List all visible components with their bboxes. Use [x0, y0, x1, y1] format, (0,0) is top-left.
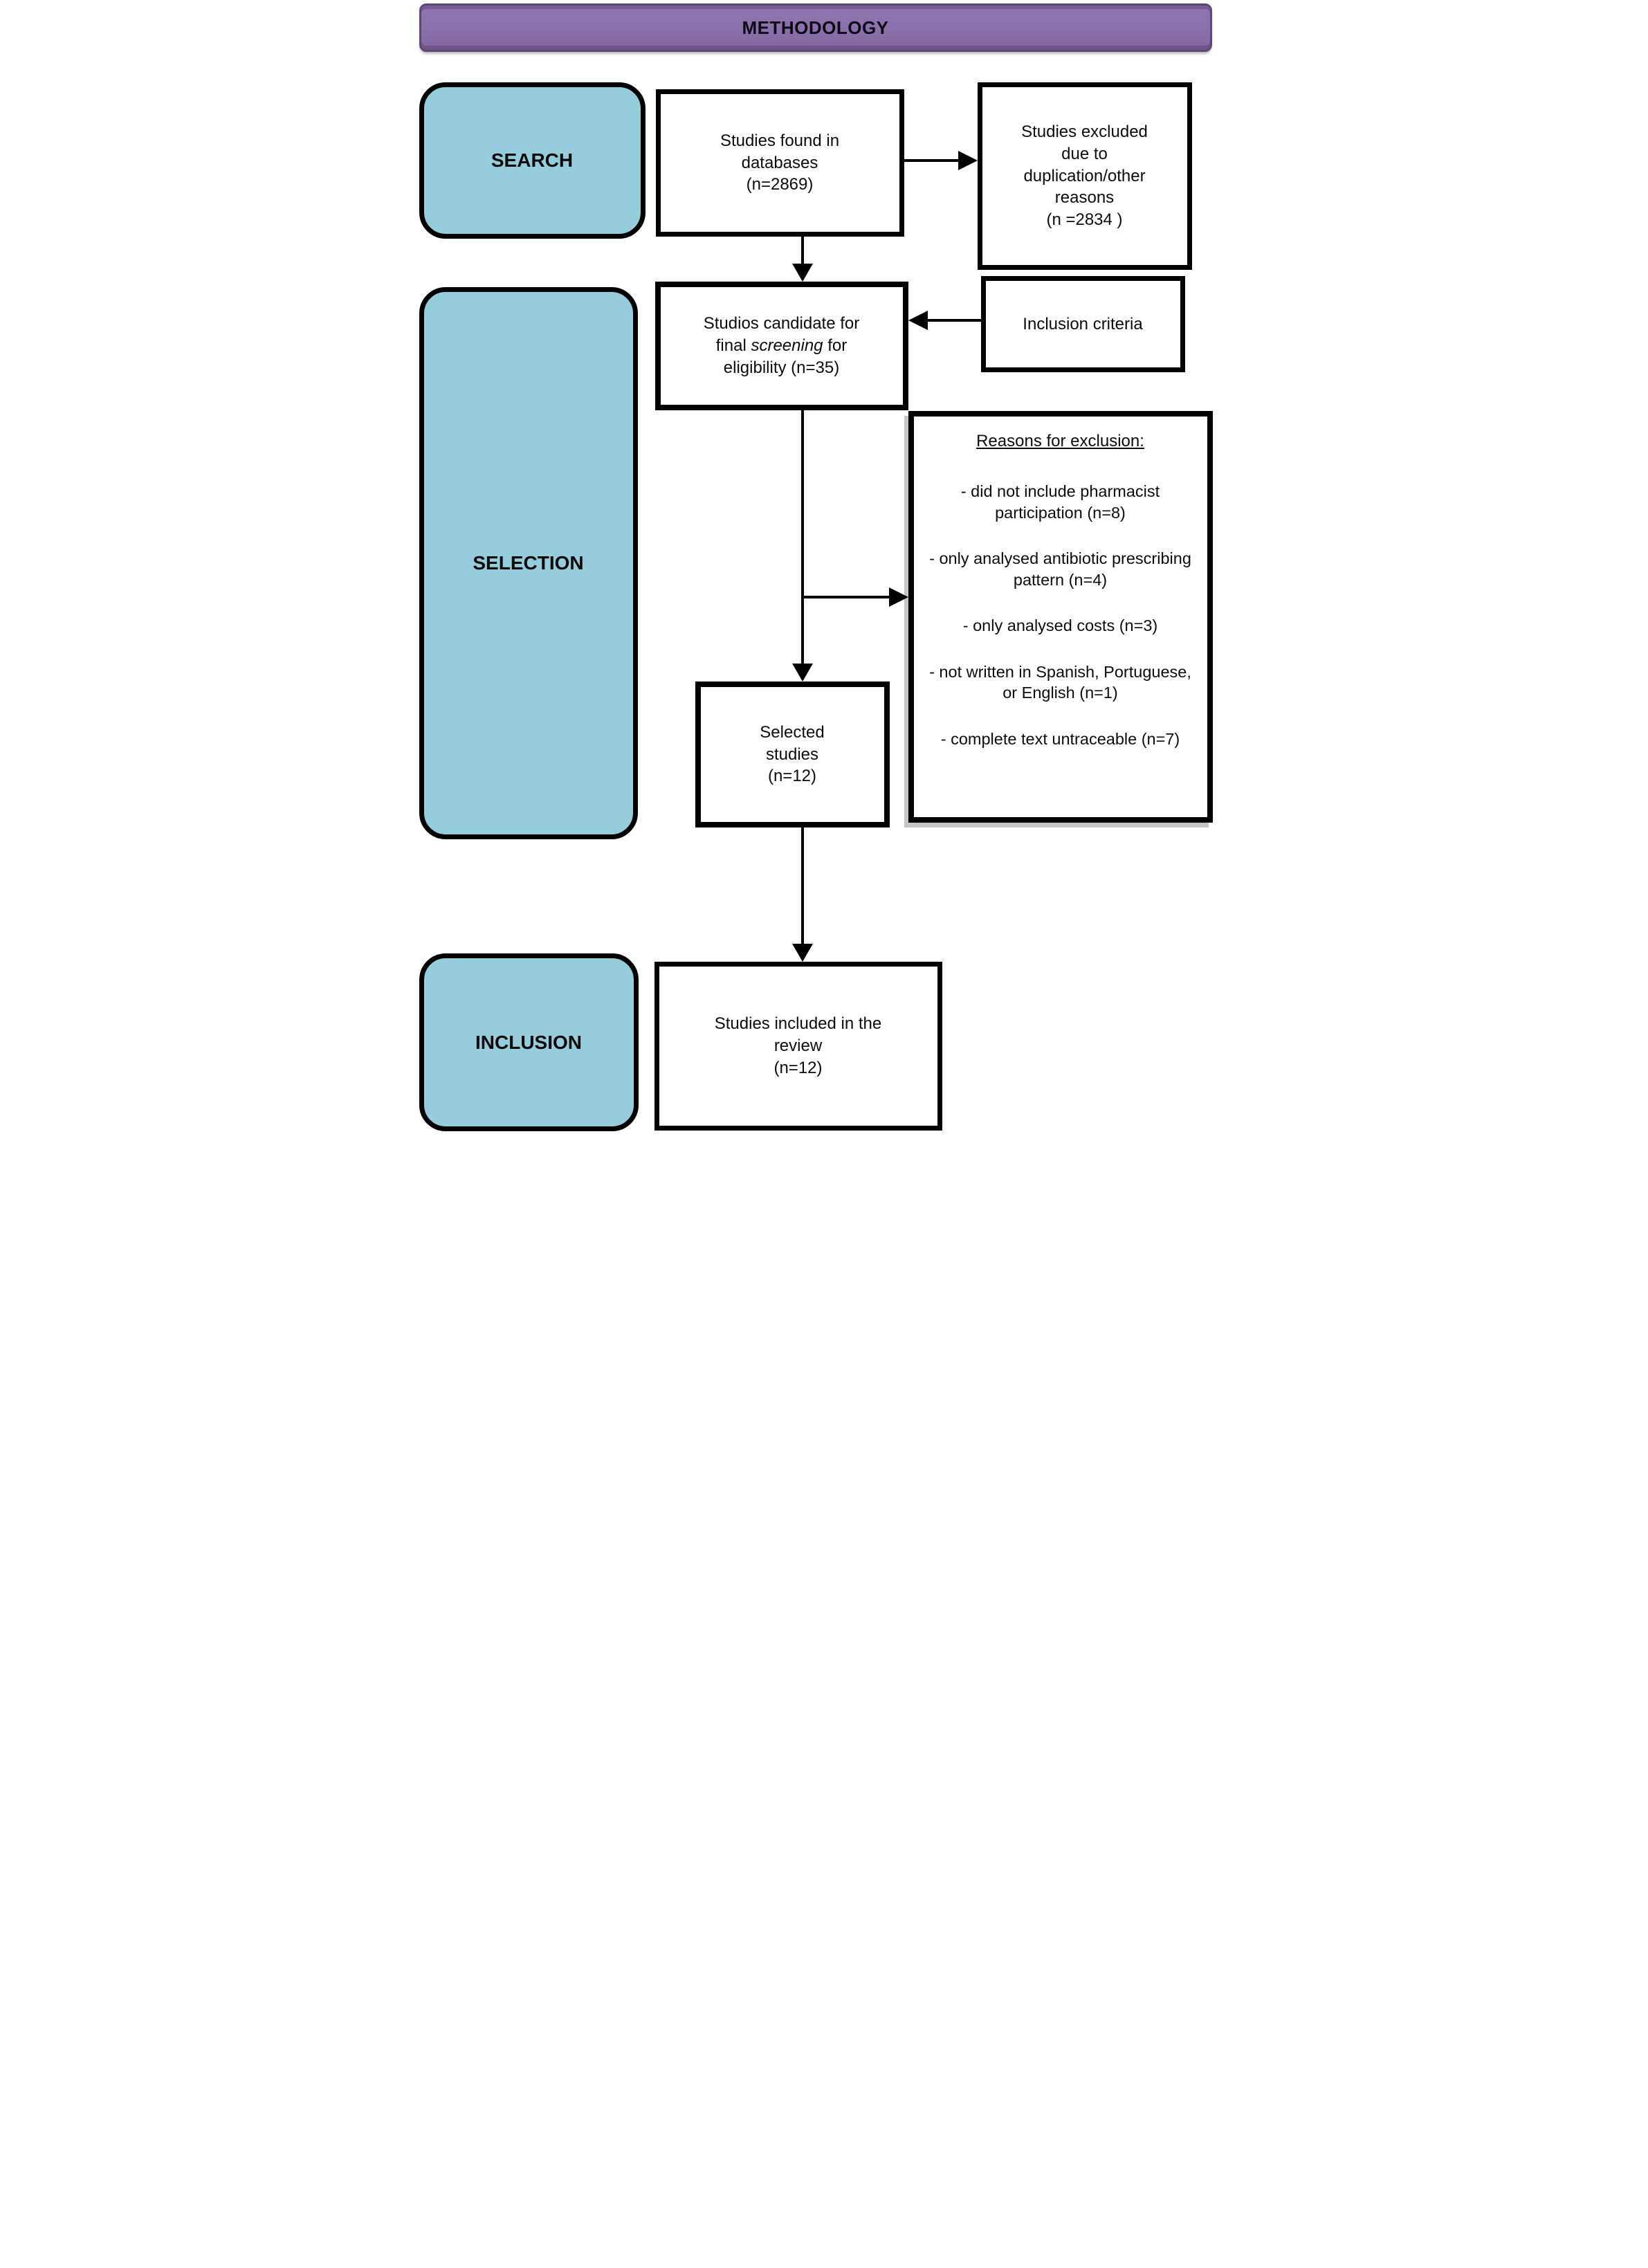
stage-inclusion-label: INCLUSION	[475, 1031, 582, 1053]
stage-selection-label: SELECTION	[473, 552, 584, 574]
methodology-flowchart: METHODOLOGY SEARCH SELECTION INCLUSION S…	[412, 0, 1236, 1134]
box-studies-included-line3: (n=12)	[773, 1058, 823, 1077]
box-selected-studies-line2: studies	[765, 744, 819, 764]
candidate-line2-pre: final	[715, 336, 751, 356]
box-studies-candidate: Studios candidate for final screening fo…	[654, 282, 908, 410]
arrow-found-to-excluded-line	[904, 159, 960, 162]
box-studies-included-line1: Studies included in the	[714, 1014, 882, 1034]
arrow-criteria-to-candidate-line	[924, 319, 981, 322]
arrow-branch-to-reasons-line	[802, 596, 890, 598]
arrow-found-to-excluded-head	[958, 151, 978, 170]
arrow-branch-to-reasons-head	[888, 587, 908, 607]
box-studies-candidate-line2: final screening for	[716, 335, 847, 357]
reason-item: - not written in Spanish, Portuguese, or…	[929, 662, 1191, 702]
box-studies-candidate-line1: Studios candidate for	[703, 314, 860, 333]
box-studies-included: Studies included in the review (n=12)	[654, 962, 942, 1131]
arrow-selected-to-included-line	[800, 827, 804, 945]
arrow-found-to-candidate-line	[800, 237, 804, 266]
candidate-line2-italic: screening	[751, 336, 823, 356]
methodology-header: METHODOLOGY	[419, 3, 1212, 52]
box-studies-found-line3: (n=2869)	[746, 175, 814, 194]
box-reasons-for-exclusion: Reasons for exclusion: - did not include…	[908, 411, 1213, 823]
box-studies-found: Studies found in databases (n=2869)	[655, 89, 904, 237]
candidate-line2-post: for	[823, 336, 848, 356]
box-studies-excluded-line5: (n =2834 )	[1046, 210, 1123, 229]
reason-item: - only analysed costs (n=3)	[962, 616, 1158, 635]
stage-search: SEARCH	[419, 82, 646, 239]
box-studies-found-line1: Studies found in	[720, 131, 840, 150]
box-selected-studies-line1: Selected	[760, 722, 825, 742]
arrow-found-to-candidate-head	[791, 264, 813, 282]
box-studies-candidate-line3: eligibility (n=35)	[723, 358, 840, 377]
stage-selection: SELECTION	[419, 287, 638, 839]
box-selected-studies: Selected studies (n=12)	[695, 682, 890, 827]
reason-item: - complete text untraceable (n=7)	[940, 730, 1180, 749]
reasons-title: Reasons for exclusion:	[976, 432, 1144, 450]
arrow-criteria-to-candidate-head	[908, 311, 928, 330]
box-selected-studies-line3: (n=12)	[767, 767, 817, 786]
stage-search-label: SEARCH	[491, 149, 574, 171]
arrow-candidate-to-selected-head	[791, 664, 813, 682]
box-studies-included-line2: review	[773, 1036, 823, 1056]
arrow-candidate-to-selected-line	[800, 410, 804, 665]
stage-inclusion: INCLUSION	[419, 953, 639, 1131]
box-studies-excluded-line3: duplication/other	[1023, 166, 1146, 185]
box-inclusion-criteria-label: Inclusion criteria	[1023, 314, 1143, 333]
reason-item: - did not include pharmacist participati…	[960, 482, 1160, 522]
page-title: METHODOLOGY	[742, 17, 889, 38]
box-studies-found-line2: databases	[741, 153, 818, 172]
arrow-selected-to-included-head	[791, 944, 813, 962]
box-studies-excluded-line4: reasons	[1054, 188, 1115, 208]
box-inclusion-criteria: Inclusion criteria	[980, 276, 1185, 372]
box-studies-excluded: Studies excluded due to duplication/othe…	[977, 82, 1192, 270]
reason-item: - only analysed antibiotic prescribing p…	[929, 549, 1191, 589]
box-studies-excluded-line2: due to	[1061, 144, 1108, 163]
box-studies-excluded-line1: Studies excluded	[1021, 122, 1148, 142]
